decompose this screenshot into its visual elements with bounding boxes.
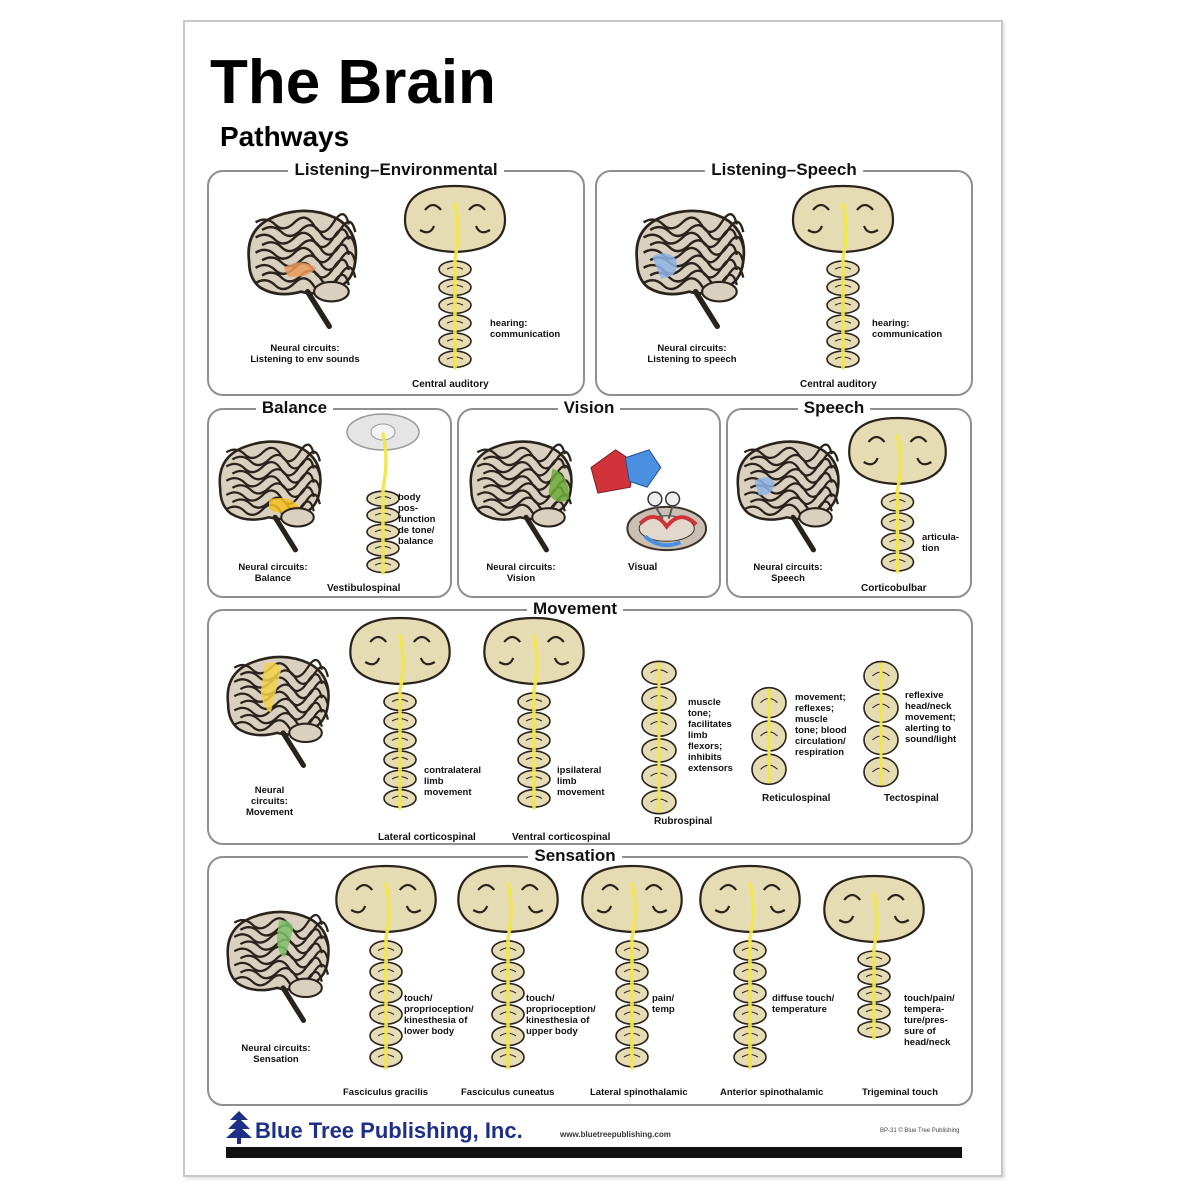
spinal-segments-illustration: [751, 686, 787, 786]
panel-title-vision: Vision: [557, 398, 621, 417]
brain-caption: Neural circuits: Listening to env sounds: [250, 343, 360, 365]
brain-caption: Neural circuits: Sensation: [241, 1043, 311, 1065]
page-subtitle: Pathways: [220, 121, 350, 152]
pathway-description: touch/ proprioception/ kinesthesia of lo…: [404, 993, 474, 1037]
brainstem-illustration: [791, 184, 895, 370]
brain-caption: Neural circuits: Vision: [486, 562, 556, 584]
side-label: hearing: communication: [490, 318, 561, 340]
brain-illustration: [218, 440, 322, 553]
panel-title-listening-environmental: Listening–Environmental: [288, 160, 504, 179]
publisher-url: www.bluetreepublishing.com: [560, 1130, 671, 1139]
pathway-label: Central auditory: [800, 379, 877, 390]
pathway-description: contralateral limb movement: [424, 765, 482, 798]
brain-illustration: [736, 440, 840, 553]
pathway-label: Vestibulospinal: [327, 583, 401, 594]
pathway-description: touch/ proprioception/ kinesthesia of up…: [526, 993, 596, 1037]
spinal-segments-illustration: [641, 660, 677, 815]
brain-illustration: [469, 440, 573, 553]
pathway-description: reflexive head/neck movement; alerting t…: [905, 690, 957, 745]
panel-movement: Movement: [207, 599, 973, 845]
pathway-description: muscle tone; facilitates limb flexors; i…: [688, 697, 733, 774]
pathway-label: Central auditory: [412, 379, 489, 390]
product-code: BP-31 © Blue Tree Publishing: [880, 1128, 960, 1134]
tree-logo-icon: [226, 1111, 252, 1144]
pathway-description: ipsilateral limb movement: [557, 765, 605, 798]
pathway-label: Rubrospinal: [654, 816, 713, 827]
brainstem-illustration: [581, 864, 683, 1070]
brain-illustration: [226, 655, 330, 768]
brainstem-illustration: [349, 616, 451, 810]
pathway-description: movement; reflexes; muscle tone; blood c…: [795, 692, 847, 758]
side-label: body pos- function de tone/ balance: [398, 492, 436, 547]
brain-caption: Neural circuits: Movement: [246, 785, 293, 818]
brainstem-illustration: [483, 616, 585, 810]
pathway-label: Tectospinal: [884, 793, 939, 804]
pathway-label: Lateral corticospinal: [378, 832, 476, 843]
pathway-label: Lateral spinothalamic: [590, 1087, 688, 1098]
pathway-label: Fasciculus cuneatus: [461, 1087, 555, 1098]
panel-title-sensation: Sensation: [528, 846, 622, 865]
pathway-label: Visual: [628, 562, 658, 573]
brainstem-illustration: [457, 864, 559, 1070]
pathway-description: touch/pain/ tempera- ture/pres- sure of …: [904, 993, 955, 1048]
brainstem-illustration: [346, 413, 420, 575]
brainstem-illustration: [403, 184, 507, 370]
panel-title-balance: Balance: [255, 398, 334, 417]
brain-caption: Neural circuits: Balance: [238, 562, 308, 584]
brainstem-illustration: [823, 874, 925, 1040]
spinal-segments-illustration: [863, 660, 899, 788]
panel-title-listening-speech: Listening–Speech: [705, 160, 863, 179]
pathway-label: Fasciculus gracilis: [343, 1087, 429, 1098]
pathway-label: Ventral corticospinal: [512, 832, 611, 843]
pathway-label: Reticulospinal: [762, 793, 831, 804]
visual-field-illustration: [590, 449, 708, 552]
pathway-label: Anterior spinothalamic: [720, 1087, 824, 1098]
footer-bar: [226, 1147, 962, 1158]
brain-illustration: [635, 209, 746, 330]
panel-title-speech: Speech: [797, 398, 871, 417]
publisher-name: Blue Tree Publishing, Inc.: [255, 1118, 523, 1143]
brainstem-illustration: [335, 864, 437, 1070]
pathway-description: diffuse touch/ temperature: [772, 993, 835, 1015]
pathway-label: Trigeminal touch: [862, 1087, 939, 1098]
panel-title-movement: Movement: [526, 599, 624, 618]
brain-caption: Neural circuits: Speech: [753, 562, 823, 584]
brain-caption: Neural circuits: Listening to speech: [647, 343, 737, 365]
brain-illustration: [247, 209, 358, 330]
brainstem-illustration: [699, 864, 801, 1070]
brainstem-illustration: [848, 416, 947, 574]
page-title: The Brain: [210, 48, 496, 117]
pathway-label: Corticobulbar: [861, 583, 927, 594]
side-label: articula- tion: [922, 532, 959, 554]
brain-illustration: [226, 910, 330, 1023]
pathway-description: pain/ temp: [652, 993, 675, 1015]
side-label: hearing: communication: [872, 318, 943, 340]
